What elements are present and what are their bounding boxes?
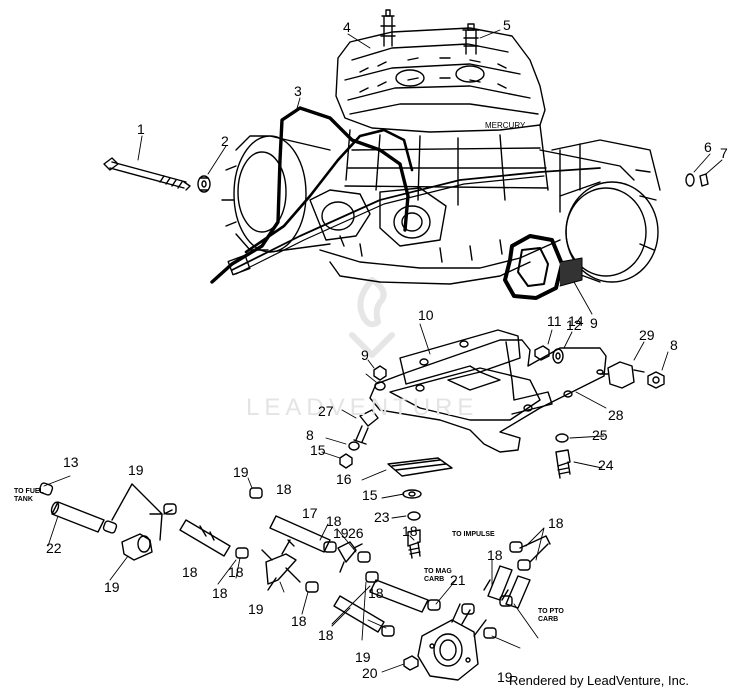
callout-4: 4 [343,19,351,35]
note-to-fuel-tank: TO FUEL TANK [14,488,44,503]
svg-text:MERCURY: MERCURY [485,121,526,130]
washer-part-9-left [374,381,386,391]
clip-part-7 [699,173,709,187]
callout-18: 18 [182,564,198,580]
washer-part-15-right [555,433,569,443]
nut-part-12 [647,371,665,389]
callout-16: 16 [336,471,352,487]
callout-3: 3 [294,83,302,99]
callout-29: 29 [639,327,655,343]
callout-19: 19 [233,464,249,480]
note-to-mag-carb: TO MAG CARB [424,568,452,583]
callout-7: 7 [720,145,728,161]
exhaust-flange-part-10 [503,234,564,300]
watermark-logo [349,277,395,358]
callout-13: 13 [63,454,79,470]
callout-19: 19 [497,669,513,685]
watermark-text: LEADVENTURE [246,394,479,421]
callout-5: 5 [503,17,511,33]
callout-15: 15 [362,487,378,503]
callout-20: 20 [362,665,378,681]
nut-part-8-lower [339,453,353,469]
callout-19: 19 [104,579,120,595]
callout-8: 8 [306,427,314,443]
callout-9: 9 [361,347,369,363]
callout-24: 24 [598,457,614,473]
washer-part-15 [407,511,421,521]
washer-part-6 [685,173,695,187]
cable-loop [210,106,410,284]
bolt-part-23 [407,529,421,559]
callout-14: 14 [568,313,584,329]
washer-part-2 [197,175,211,193]
washer-part-24 [402,489,422,499]
callout-18: 18 [402,523,418,539]
washer-part-9 [552,348,564,364]
callout-28: 28 [608,407,624,423]
callout-18: 18 [326,513,342,529]
callout-19: 19 [333,525,349,541]
callout-25: 25 [592,427,608,443]
callout-11: 11 [547,313,562,329]
note-to-impulse: TO IMPULSE [452,531,495,538]
callout-6: 6 [704,139,712,155]
engine-mount-plate-part-14 [369,329,607,453]
credit-line: Rendered by LeadVenture, Inc. [509,673,689,688]
callout-15: 15 [310,442,326,458]
bolt-part-16 [555,449,571,479]
callout-10: 10 [418,307,434,323]
callout-18: 18 [228,564,244,580]
callout-17: 17 [302,505,318,521]
callout-8: 8 [670,337,678,353]
callout-9: 9 [590,315,598,331]
leader-lines [43,29,723,673]
callout-18: 18 [212,585,228,601]
nut-part-8-left [373,365,387,381]
note-to-pto-carb: TO PTO CARB [538,608,564,623]
engine-assembly: MERCURY [221,9,661,285]
callout-18: 18 [487,547,503,563]
callout-22: 22 [46,540,62,556]
callout-18: 18 [276,481,292,497]
callout-2: 2 [221,133,229,149]
callout-18: 18 [548,515,564,531]
callout-27: 27 [318,403,334,419]
washer-part-27 [348,441,360,451]
callout-19: 19 [248,601,264,617]
bolt-part-1 [103,157,191,191]
callout-26: 26 [348,525,364,541]
rubber-mount-part-11 [599,361,645,389]
callout-19: 19 [128,462,144,478]
callout-18: 18 [318,627,334,643]
callout-1: 1 [137,121,145,137]
nut-part-8 [534,345,550,361]
callout-12: 12 [566,317,582,333]
callout-23: 23 [374,509,390,525]
callout-18: 18 [291,613,307,629]
callout-21: 21 [450,572,466,588]
stud-part-28 [353,409,379,445]
callout-18: 18 [368,585,384,601]
callout-19: 19 [355,649,371,665]
pad-part-25 [387,457,453,477]
